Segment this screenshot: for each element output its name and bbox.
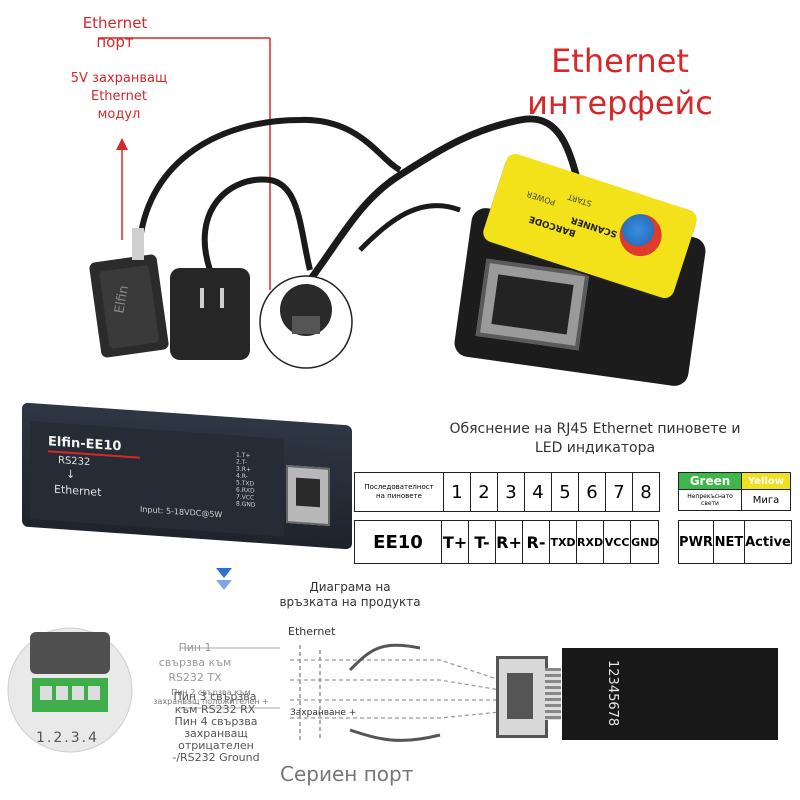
line-wire-d bbox=[290, 711, 501, 719]
scanner-logo-icon bbox=[614, 208, 668, 262]
cable-overlay-a bbox=[348, 643, 421, 672]
led-active-cell: Active bbox=[744, 520, 792, 564]
product-name-cell: EE10 bbox=[354, 520, 442, 564]
pin3-description: Пин 3 свързва към RS232 RX bbox=[173, 690, 257, 716]
pin-table-caption: Обяснение на RJ45 Ethernet пиновете и LE… bbox=[449, 421, 741, 456]
converter-rs232-label: RS232 bbox=[58, 454, 91, 469]
pin-number-cell: 6 bbox=[578, 472, 606, 512]
power-module-face bbox=[99, 265, 159, 349]
power-wire-label: Захранване + bbox=[290, 708, 357, 718]
led-color-row: Green Yellow bbox=[678, 472, 791, 490]
adapter-pin-left bbox=[200, 288, 204, 308]
ribbon-cable bbox=[562, 648, 778, 740]
led-steady-cell: Непрекъснато свети bbox=[678, 489, 742, 511]
scanner-window bbox=[475, 258, 590, 351]
pin-number-cell: 7 bbox=[605, 472, 633, 512]
led-pwr-cell: PWR bbox=[678, 520, 714, 564]
chevron-down-icon bbox=[216, 568, 232, 578]
pin-sequence-label: Последователност на пиновете bbox=[354, 472, 444, 512]
pin-signal-table: EE10 T+ T- R+ R- TXD RXD VCC GND bbox=[354, 520, 660, 564]
terminal-slot-1 bbox=[40, 686, 52, 700]
pin4-description: Пин 4 свързва захранващ отрицателен -/RS… bbox=[172, 715, 260, 764]
pin-number-cell: 1 bbox=[443, 472, 471, 512]
pin-signal-cell: R- bbox=[522, 520, 550, 564]
converter-box: Elfin-EE10 RS232 ↓ Ethernet Input: 5-18V… bbox=[22, 402, 352, 550]
terminal-numbers: 1.2.3.4 bbox=[36, 730, 99, 746]
scanner-text-power: POWER bbox=[525, 189, 557, 207]
led-function-row: PWR NET Active bbox=[678, 520, 792, 564]
pin-signal-cell: VCC bbox=[603, 520, 632, 564]
pin-number-row: Последователност на пиновете 1 2 3 4 5 6… bbox=[354, 472, 660, 512]
pin-signal-cell: GND bbox=[630, 520, 660, 564]
pin-signal-cell: T+ bbox=[441, 520, 469, 564]
power-module-plug bbox=[132, 228, 144, 260]
converter-arrow: ↓ bbox=[66, 467, 76, 482]
adapter-pin-right bbox=[220, 288, 224, 308]
led-yellow-cell: Yellow bbox=[741, 472, 791, 490]
led-function-table: PWR NET Active bbox=[678, 520, 792, 564]
converter-rj45-port bbox=[286, 464, 330, 526]
scanner-text-scanner: SCANNER bbox=[569, 214, 619, 239]
converter-pins-list: 1.T+ 2.T- 3.R+ 4.R- 5.TXD 6.RXD 7.VCC 8.… bbox=[236, 451, 256, 509]
pin1-description: Пин 1 свързва към RS232 TX bbox=[158, 641, 232, 684]
cable-adapter bbox=[201, 176, 313, 271]
led-net-cell: NET bbox=[713, 520, 745, 564]
pin-signal-row: EE10 T+ T- R+ R- TXD RXD VCC GND bbox=[354, 520, 660, 564]
scanner-text-barcode: BARCODE bbox=[527, 213, 578, 238]
interface-title: Ethernet интерфейс bbox=[527, 42, 713, 122]
rj45-plug-contacts bbox=[545, 668, 561, 720]
terminal-slot-4 bbox=[88, 686, 100, 700]
pin-number-cell: 2 bbox=[470, 472, 498, 512]
scanner-text-start: START bbox=[566, 192, 593, 209]
cable-overlay-b bbox=[349, 728, 441, 742]
pin-signal-cell: TXD bbox=[549, 520, 577, 564]
ethernet-port-opening bbox=[292, 316, 320, 334]
pin-signal-cell: RXD bbox=[575, 520, 605, 564]
ethernet-wire-label: Ethernet bbox=[288, 625, 336, 638]
power-module-label: 5V захранващ Ethernet модул bbox=[70, 71, 168, 122]
pin-signal-cell: R+ bbox=[495, 520, 523, 564]
cable-power bbox=[137, 116, 402, 241]
pin-signal-cell: T- bbox=[468, 520, 496, 564]
pin2-description: Пин 2 свързва към захранващ положителен … bbox=[153, 688, 269, 706]
cable-scanner bbox=[307, 115, 584, 283]
terminal-slot-3 bbox=[72, 686, 84, 700]
pin-number-cell: 3 bbox=[497, 472, 525, 512]
pin-number-cell: 4 bbox=[524, 472, 552, 512]
ethernet-port-label: Ethernet порт bbox=[82, 14, 148, 51]
serial-port-label: Сериен порт bbox=[280, 762, 414, 786]
chevron-down-icon-secondary bbox=[216, 580, 232, 590]
terminal-top bbox=[30, 632, 110, 674]
line-wire-b bbox=[290, 679, 501, 691]
rj45-plug bbox=[496, 656, 548, 738]
led-green-cell: Green bbox=[678, 472, 742, 490]
power-module-arrow-head bbox=[116, 138, 128, 150]
wall-adapter bbox=[170, 268, 250, 360]
pin-number-table: Последователност на пиновете 1 2 3 4 5 6… bbox=[354, 472, 660, 512]
pin-number-cell: 8 bbox=[632, 472, 660, 512]
connection-diagram-title: Диаграма на връзката на продукта bbox=[279, 580, 421, 609]
scanner-window-inner bbox=[491, 274, 574, 335]
ribbon-numbers: 12345678 bbox=[605, 660, 620, 727]
led-blink-cell: Мига bbox=[741, 489, 791, 511]
led-state-row: Непрекъснато свети Мига bbox=[678, 489, 791, 511]
rj45-plug-window bbox=[507, 673, 533, 719]
led-indicator-table: Green Yellow Непрекъснато свети Мига bbox=[678, 472, 791, 511]
terminal-slot-2 bbox=[56, 686, 68, 700]
converter-rj45-opening bbox=[296, 477, 320, 508]
line-wire-a bbox=[290, 659, 501, 681]
pin-number-cell: 5 bbox=[551, 472, 579, 512]
cable-branch bbox=[358, 203, 461, 252]
